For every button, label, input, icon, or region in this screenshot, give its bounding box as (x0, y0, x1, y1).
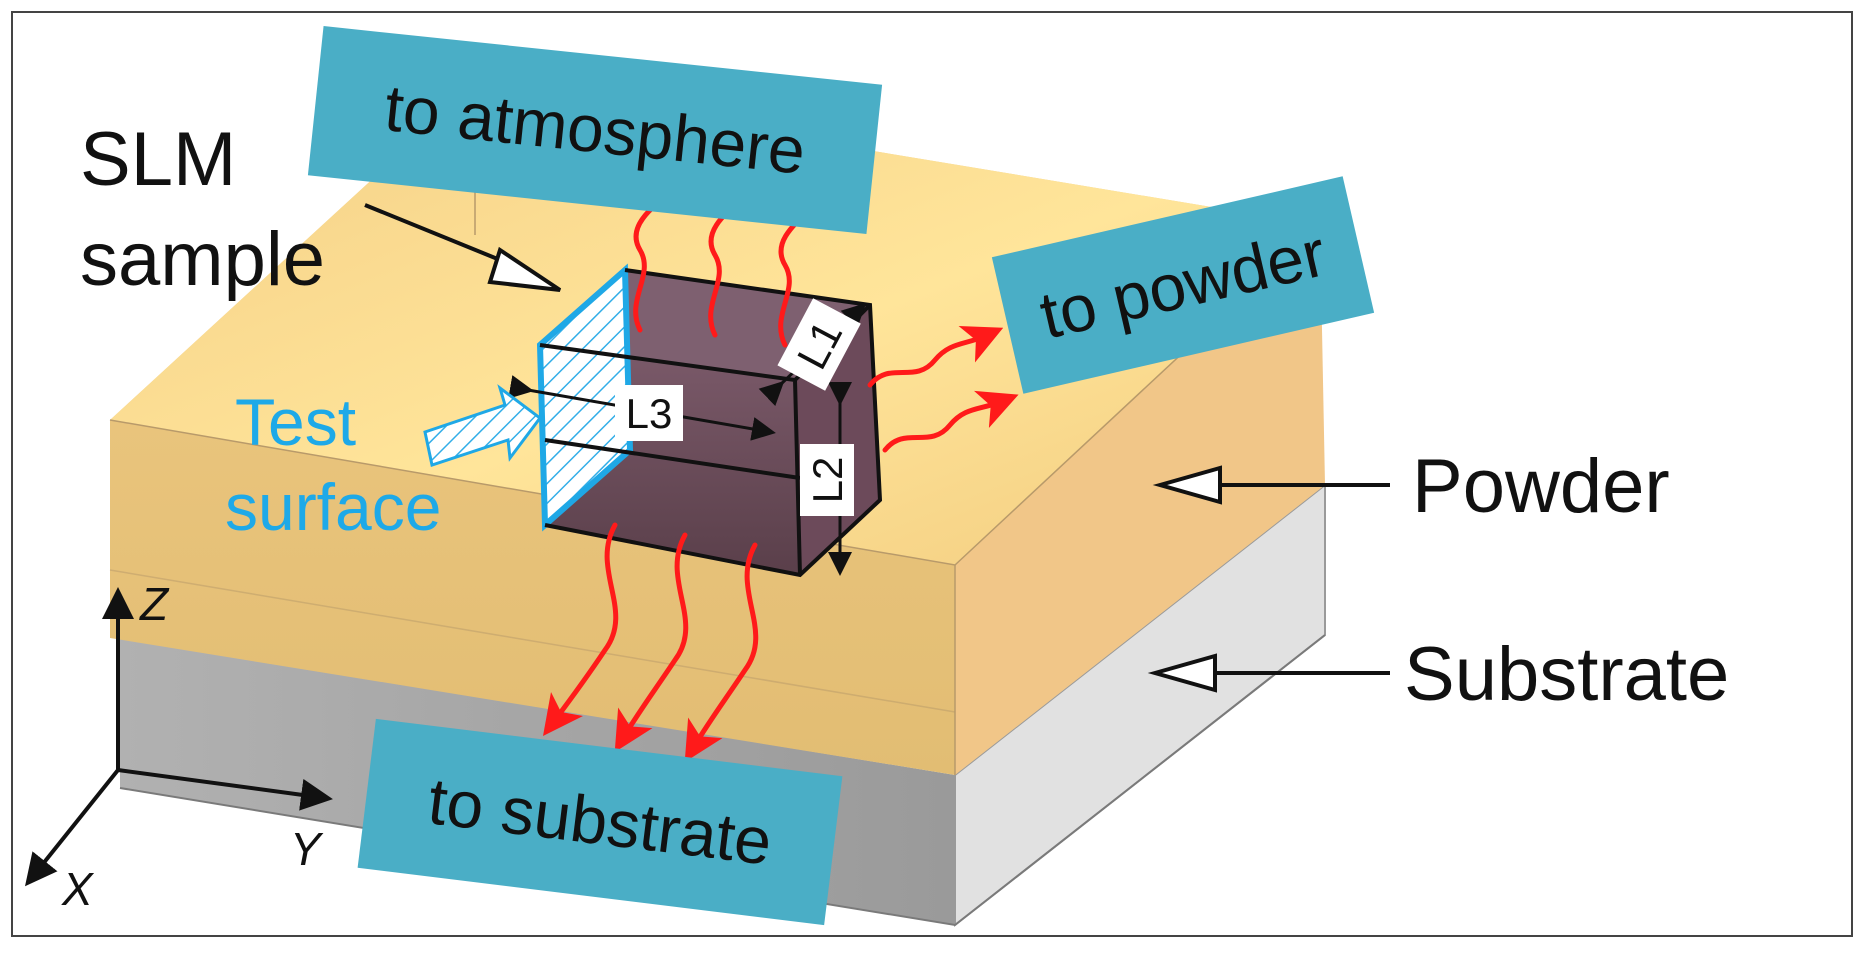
svg-text:L2: L2 (804, 457, 851, 504)
substrate-pointer (1147, 653, 1390, 693)
axis-x-label: X (61, 863, 95, 915)
dim-label-l3: L3 (615, 385, 683, 441)
test-surface-pointer (423, 384, 543, 467)
substrate-label: Substrate (1404, 632, 1729, 717)
powder-pointer (1152, 465, 1390, 505)
heat-flow-arrows (543, 172, 1019, 763)
y-axis (117, 768, 333, 811)
coordinate-axes (25, 587, 333, 887)
heat-arrow-down-3 (684, 542, 759, 763)
dim-label-l2: L2 (800, 444, 854, 516)
heat-arrow-right-1 (867, 325, 1004, 388)
slm-label-line2: sample (80, 217, 325, 302)
slm-sample-pointer (364, 203, 562, 292)
svg-text:L3: L3 (626, 390, 673, 437)
heat-arrow-down-2 (614, 532, 689, 753)
axis-y-label: Y (290, 823, 324, 875)
test-label-line2: surface (225, 470, 441, 544)
axis-z-label: Z (139, 578, 170, 630)
to-atmosphere-callout: to atmosphere (307, 26, 883, 234)
test-label-line1: Test (235, 385, 356, 459)
powder-side-face (955, 225, 1325, 775)
to-substrate-callout: to substrate (357, 718, 843, 926)
heat-arrow-down-1 (543, 522, 619, 737)
slm-label-line1: SLM (80, 117, 236, 202)
heat-arrow-right-2 (882, 390, 1019, 453)
powder-front-face (110, 420, 955, 775)
to-powder-callout: to powder (991, 176, 1375, 394)
x-axis (25, 768, 120, 887)
powder-label: Powder (1412, 444, 1670, 529)
